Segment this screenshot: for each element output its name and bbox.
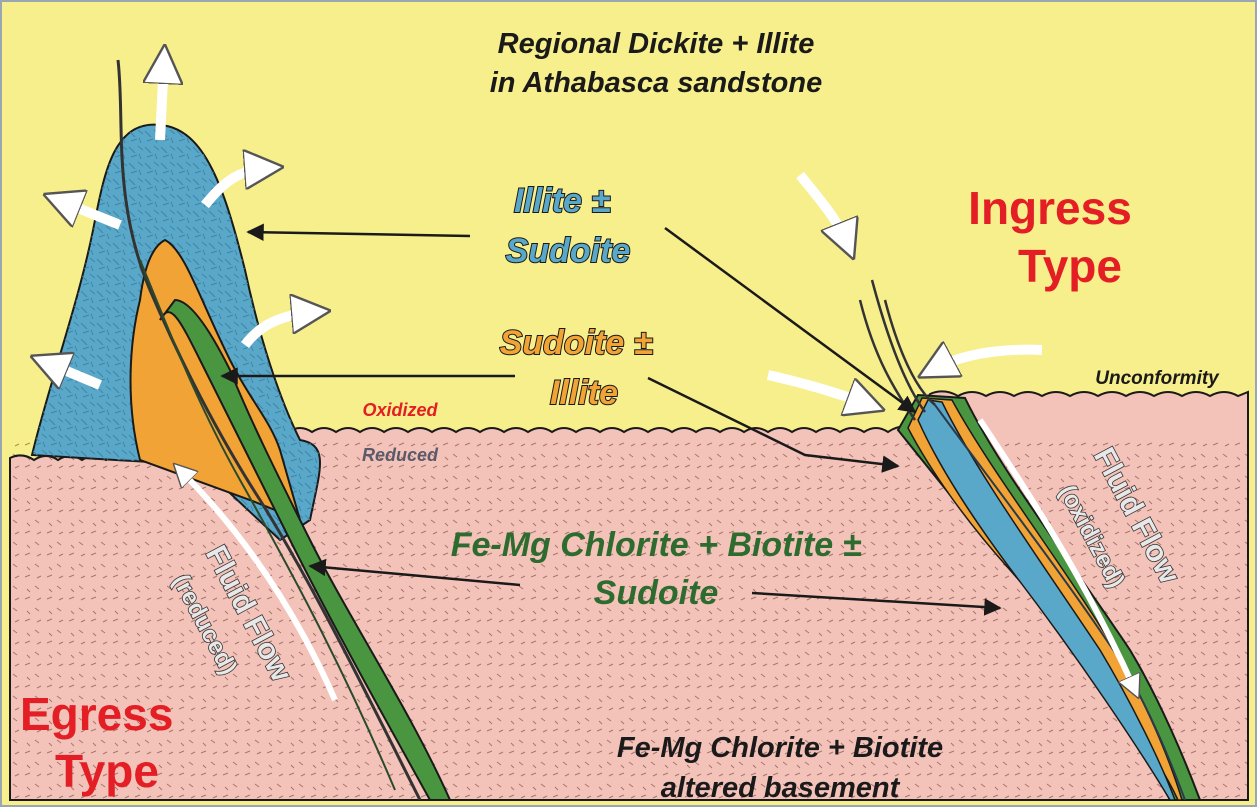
reduced-label: Reduced — [362, 445, 439, 465]
basement-label-line-1: Fe-Mg Chlorite + Biotite — [617, 732, 943, 764]
sudoite-label-line-1: Sudoite ± — [500, 324, 653, 362]
illite-label-line-1: Illite ± — [514, 182, 610, 220]
egress-line-1: Egress — [20, 688, 173, 740]
femg-label-line-1: Fe-Mg Chlorite + Biotite ± — [451, 526, 862, 564]
unconformity-label: Unconformity — [1095, 368, 1220, 389]
femg-label-line-2: Sudoite — [594, 574, 719, 612]
egress-line-2: Type — [55, 745, 159, 797]
sudoite-label-line-2: Illite — [550, 374, 618, 412]
flow-arrow-up — [160, 60, 164, 140]
ingress-line-2: Type — [1018, 240, 1122, 292]
oxidized-label: Oxidized — [362, 400, 438, 420]
basement-label-line-2: altered basement — [661, 772, 901, 804]
title-line-1: Regional Dickite + Illite — [498, 28, 815, 60]
illite-label-line-2: Sudoite — [506, 232, 631, 270]
title-line-2: in Athabasca sandstone — [490, 67, 823, 99]
ingress-line-1: Ingress — [968, 182, 1132, 234]
